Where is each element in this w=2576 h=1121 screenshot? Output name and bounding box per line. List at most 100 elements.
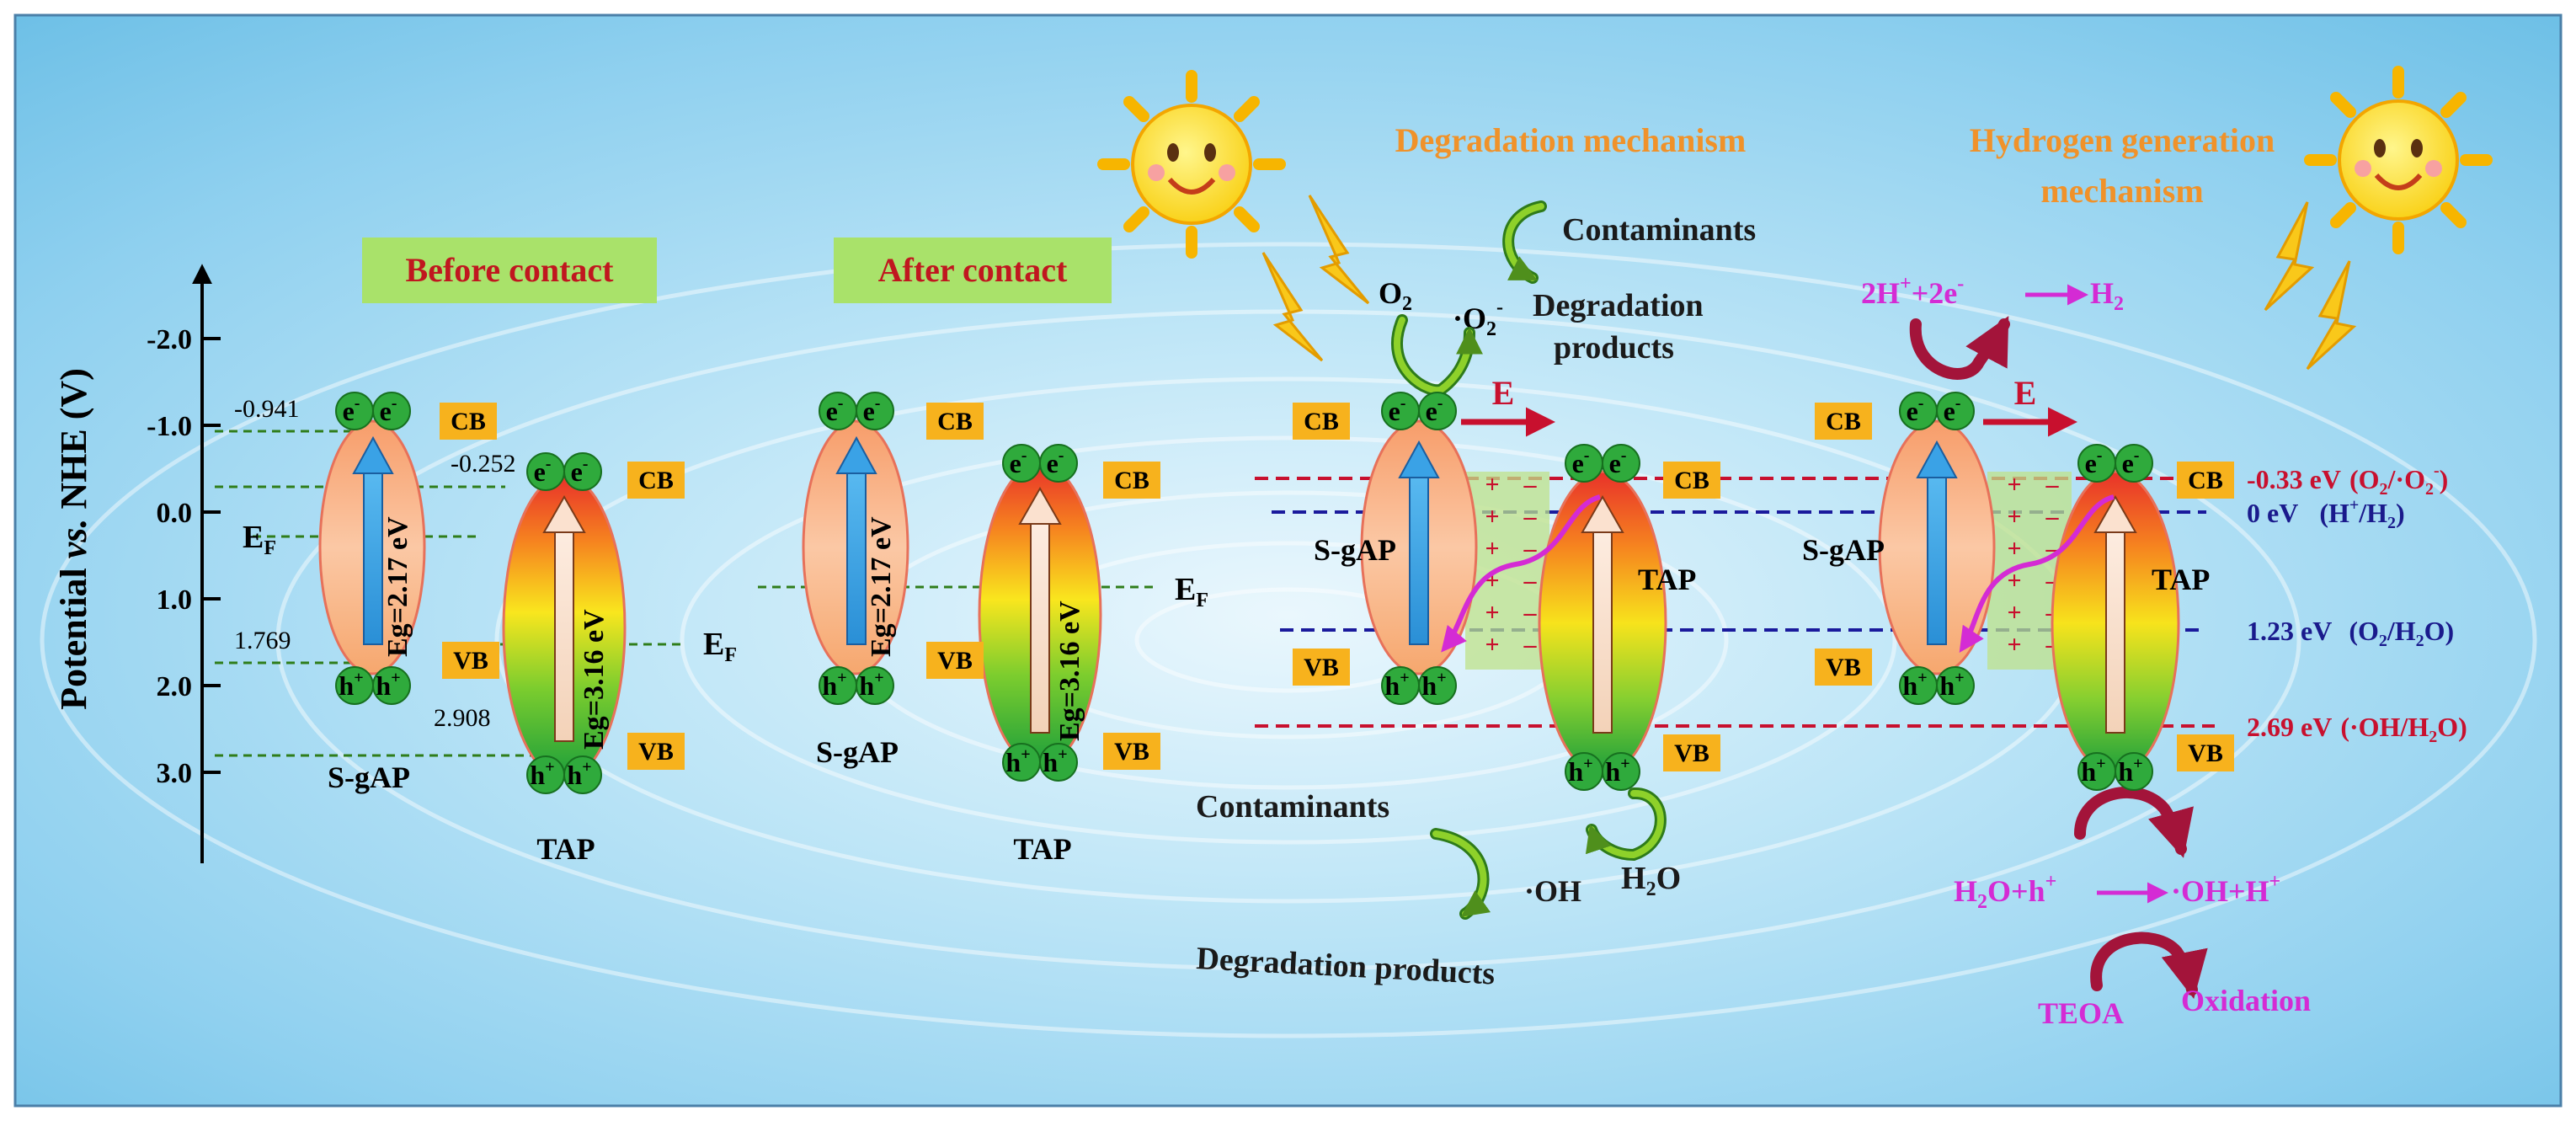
cb-badge <box>1293 403 1350 440</box>
svg-text:h+: h+ <box>1568 755 1592 787</box>
potential-label-hydroxyl: 2.69 eV(·OH/H2O) <box>2247 712 2467 746</box>
electron-icon: e- <box>526 452 565 491</box>
svg-text:h+: h+ <box>822 669 846 701</box>
vb-label: VB <box>2188 739 2223 767</box>
cb-label: CB <box>937 408 973 435</box>
electron-icon: e- <box>1565 444 1603 483</box>
vb-label: VB <box>453 647 488 675</box>
svg-text:e-: e- <box>1389 394 1406 426</box>
after-contact-title-box <box>834 238 1112 303</box>
vb-badge <box>442 642 499 679</box>
hole-icon: h+ <box>819 666 857 705</box>
svg-text:e-: e- <box>534 455 552 487</box>
svg-text:h+: h+ <box>1384 669 1409 701</box>
vb-label: VB <box>1304 654 1339 681</box>
cb-label: CB <box>638 467 674 494</box>
field-label: E <box>2014 374 2037 412</box>
eg-sgap-label: Eg=2.17 eV <box>382 516 413 657</box>
oxidation-label: Oxidation <box>2181 984 2311 1017</box>
eg-tap-label: Eg=3.16 eV <box>1054 601 1085 741</box>
after-contact-panel: EF Eg=2.17 eV Eg=3.16 eV CB VB CB VB S-g… <box>758 403 1208 866</box>
hole-icon: h+ <box>1002 743 1041 782</box>
eg-arrow <box>1927 475 1947 645</box>
vb-badge <box>627 733 685 770</box>
vb-badge <box>1293 649 1350 686</box>
contaminants-top-label: Contaminants <box>1562 212 1756 248</box>
svg-text:h+: h+ <box>376 669 400 701</box>
positive-charge-icon: + <box>2007 599 2021 627</box>
y-tick-label: -1.0 <box>147 411 192 442</box>
water-oxidation-label: H2O+h+ <box>1954 871 2056 913</box>
eg-arrow <box>1030 521 1050 734</box>
svg-text:e-: e- <box>1572 446 1590 478</box>
hole-icon: h+ <box>1899 666 1938 705</box>
hole-icon: h+ <box>335 666 374 705</box>
cb-label: CB <box>2188 467 2223 494</box>
electron-icon: e- <box>1418 392 1457 430</box>
hole-icon: h+ <box>526 755 565 794</box>
positive-charge-icon: + <box>1485 535 1499 563</box>
svg-text:h+: h+ <box>1421 669 1446 701</box>
negative-charge-icon: – <box>2045 503 2060 531</box>
positive-charge-icon: + <box>2007 535 2021 563</box>
potential-label-hydrogen: 0 eV(H+/H2) <box>2247 496 2405 532</box>
eg-arrow <box>1592 530 1613 734</box>
hole-icon: h+ <box>1418 666 1457 705</box>
sun-icon <box>2304 66 2493 254</box>
charge-carriers: e-e-h+h+e-e-h+h+e-e-h+h+e-e-h+h+e-e-h+h+… <box>335 392 2153 794</box>
hydroxyl-label: ·OH <box>1524 874 1581 908</box>
sun-icon <box>1097 70 1286 259</box>
svg-text:h+: h+ <box>1902 669 1927 701</box>
svg-text:e-: e- <box>1047 446 1064 478</box>
y-axis-label: Potential vs. NHE (V) <box>53 368 94 710</box>
cb-label: CB <box>1826 408 1861 435</box>
hydrogen-panel: +–+–+–+–+–+– E CB VB CB VB S-gAP TAP 2H+… <box>1802 273 2311 1030</box>
fermi-level-label: EF <box>1175 572 1208 611</box>
proton-reduction-label: 2H++2e- <box>1861 273 1964 310</box>
negative-charge-icon: – <box>1523 599 1538 627</box>
before-contact-title: Before contact <box>406 251 615 289</box>
negative-charge-icon: – <box>1523 471 1538 499</box>
svg-text:h+: h+ <box>1605 755 1629 787</box>
cb-badge <box>926 403 984 440</box>
svg-text:h+: h+ <box>2118 755 2142 787</box>
sgap-label: S-gAP <box>328 761 410 794</box>
tap-label: TAP <box>1013 832 1071 866</box>
degradation-products-top-line2: products <box>1554 330 1674 366</box>
svg-text:e-: e- <box>1010 446 1027 478</box>
potential-labels: -0.33 eV(O2/·O2-) 0 eV(H+/H2) 1.23 eV(O2… <box>2247 462 2467 746</box>
electron-icon: e- <box>1899 392 1938 430</box>
electron-icon: e- <box>2077 444 2116 483</box>
electron-transfer-arrow <box>1959 494 2115 653</box>
positive-charge-icon: + <box>1485 503 1499 531</box>
electron-icon: e- <box>819 392 857 430</box>
y-axis-label-tail: NHE (V) <box>53 368 94 518</box>
y-axis-label-main: Potential <box>53 558 94 710</box>
negative-charge-icon: – <box>1523 535 1538 563</box>
svg-text:h+: h+ <box>1939 669 1964 701</box>
degradation-panel: +–+–+–+–+–+– E CB VB CB VB S-gAP TAP O2 … <box>1196 200 1756 992</box>
hole-icon: h+ <box>1039 743 1078 782</box>
tap-vb-value: 2.908 <box>434 704 491 732</box>
cb-badge <box>1663 462 1720 499</box>
cb-label: CB <box>1674 467 1709 494</box>
lightning-icon <box>1261 195 2357 371</box>
svg-text:e-: e- <box>826 394 844 426</box>
cb-badge <box>1815 403 1872 440</box>
cb-label: CB <box>1114 467 1149 494</box>
cb-badge <box>440 403 497 440</box>
svg-text:h+: h+ <box>1005 745 1030 777</box>
junction-region <box>1465 472 1549 670</box>
positive-charge-icon: + <box>1485 471 1499 499</box>
y-tick-label: -2.0 <box>147 324 192 355</box>
contaminants-bottom-label: Contaminants <box>1196 789 1389 825</box>
positive-charge-icon: + <box>2007 503 2021 531</box>
hydrogen-product-label: H2 <box>2090 276 2124 315</box>
fermi-level-label: EF <box>243 520 276 559</box>
electron-transfer-arrow <box>1441 494 1601 653</box>
tap-label: TAP <box>1638 563 1696 596</box>
svg-text:h+: h+ <box>1043 745 1067 777</box>
hole-icon: h+ <box>1565 752 1603 791</box>
cb-label: CB <box>1304 408 1339 435</box>
sgap-label: S-gAP <box>816 735 899 769</box>
